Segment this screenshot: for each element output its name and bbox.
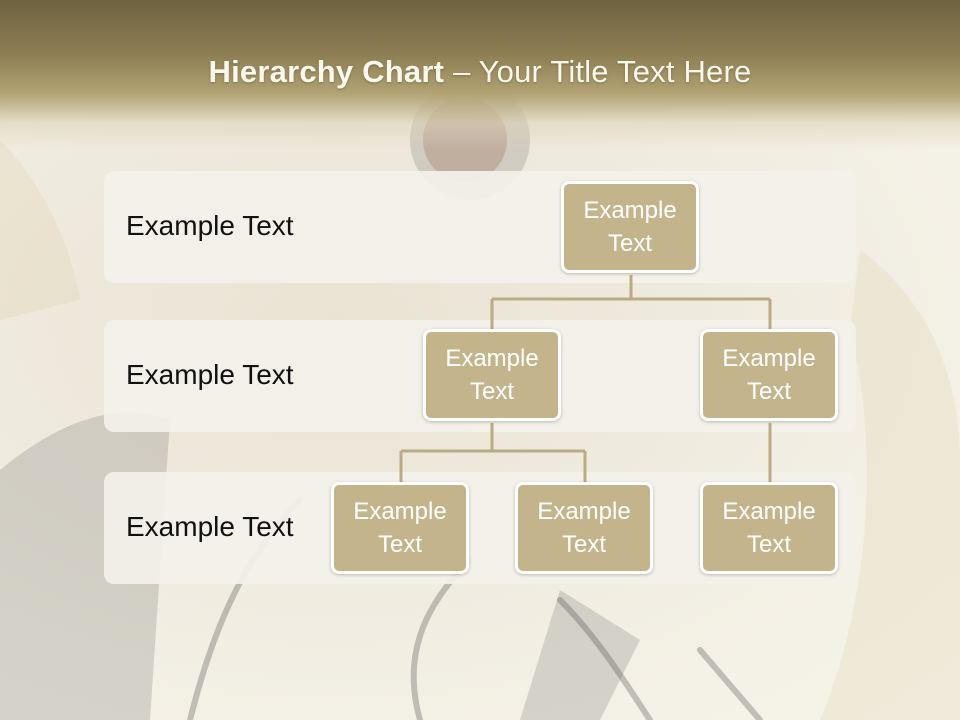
page-title: Hierarchy Chart – Your Title Text Here: [0, 54, 960, 90]
node-mid-right-label: Example Text: [722, 345, 816, 405]
title-rest: Your Title Text Here: [478, 54, 752, 89]
level-label-1: Example Text: [126, 210, 294, 241]
node-root[interactable]: Example Text: [561, 181, 699, 273]
level-label-3: Example Text: [126, 511, 294, 542]
level-label-2: Example Text: [126, 359, 294, 390]
node-leaf-2[interactable]: Example Text: [515, 482, 653, 574]
node-leaf-1[interactable]: Example Text: [331, 482, 469, 574]
node-mid-left[interactable]: Example Text: [423, 329, 561, 421]
node-leaf-1-label: Example Text: [353, 498, 447, 558]
connector-root-to-mid: [490, 275, 772, 329]
node-leaf-3[interactable]: Example Text: [700, 482, 838, 574]
node-mid-right[interactable]: Example Text: [700, 329, 838, 421]
connector-midleft-to-leaves: [399, 423, 587, 482]
node-leaf-2-label: Example Text: [537, 498, 631, 558]
title-separator: –: [444, 54, 479, 89]
node-root-label: Example Text: [583, 197, 677, 257]
title-bold: Hierarchy Chart: [208, 54, 445, 89]
node-leaf-3-label: Example Text: [722, 498, 816, 558]
node-mid-left-label: Example Text: [445, 345, 539, 405]
title-banner: [0, 0, 960, 150]
level-band-1: [104, 171, 856, 283]
